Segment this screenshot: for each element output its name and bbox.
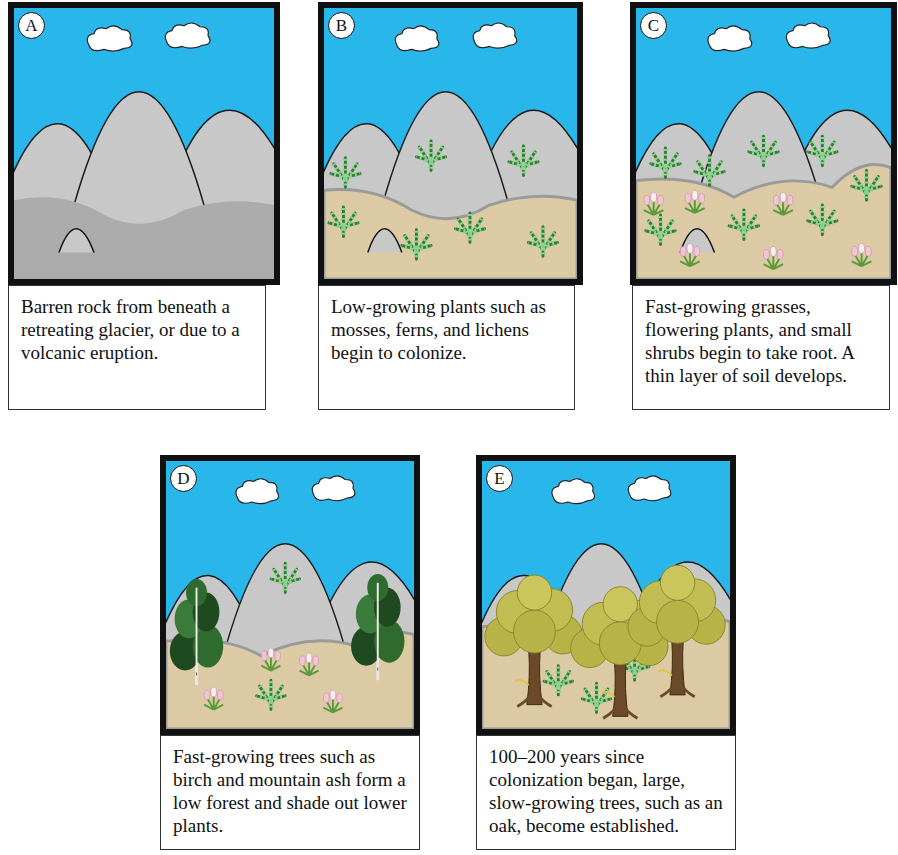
caption-text: 100–200 years since colonization began, … bbox=[489, 745, 723, 837]
caption-text: Fast-growing trees such as birch and mou… bbox=[173, 745, 407, 837]
caption-box: Fast-growing grasses, flowering plants, … bbox=[632, 285, 890, 410]
caption-box: Fast-growing trees such as birch and mou… bbox=[160, 735, 420, 850]
panel-letter: E bbox=[486, 465, 513, 492]
caption-box: 100–200 years since colonization began, … bbox=[476, 735, 736, 850]
panel-letter-text: C bbox=[648, 16, 659, 36]
caption-text: Barren rock from beneath a retreating gl… bbox=[21, 295, 253, 364]
panel-letter: A bbox=[18, 12, 45, 39]
panel-letter-text: E bbox=[494, 469, 504, 489]
caption-box: Low-growing plants such as mosses, ferns… bbox=[318, 285, 575, 410]
panel-letter: D bbox=[170, 465, 197, 492]
panel-letter: B bbox=[328, 12, 355, 39]
panel-letter: C bbox=[640, 12, 667, 39]
panel-letter-text: D bbox=[177, 469, 189, 489]
panel-letter-text: A bbox=[25, 16, 37, 36]
caption-box: Barren rock from beneath a retreating gl… bbox=[8, 285, 266, 410]
caption-text: Fast-growing grasses, flowering plants, … bbox=[645, 295, 877, 387]
panel-letter-text: B bbox=[336, 16, 347, 36]
caption-text: Low-growing plants such as mosses, ferns… bbox=[331, 295, 562, 364]
